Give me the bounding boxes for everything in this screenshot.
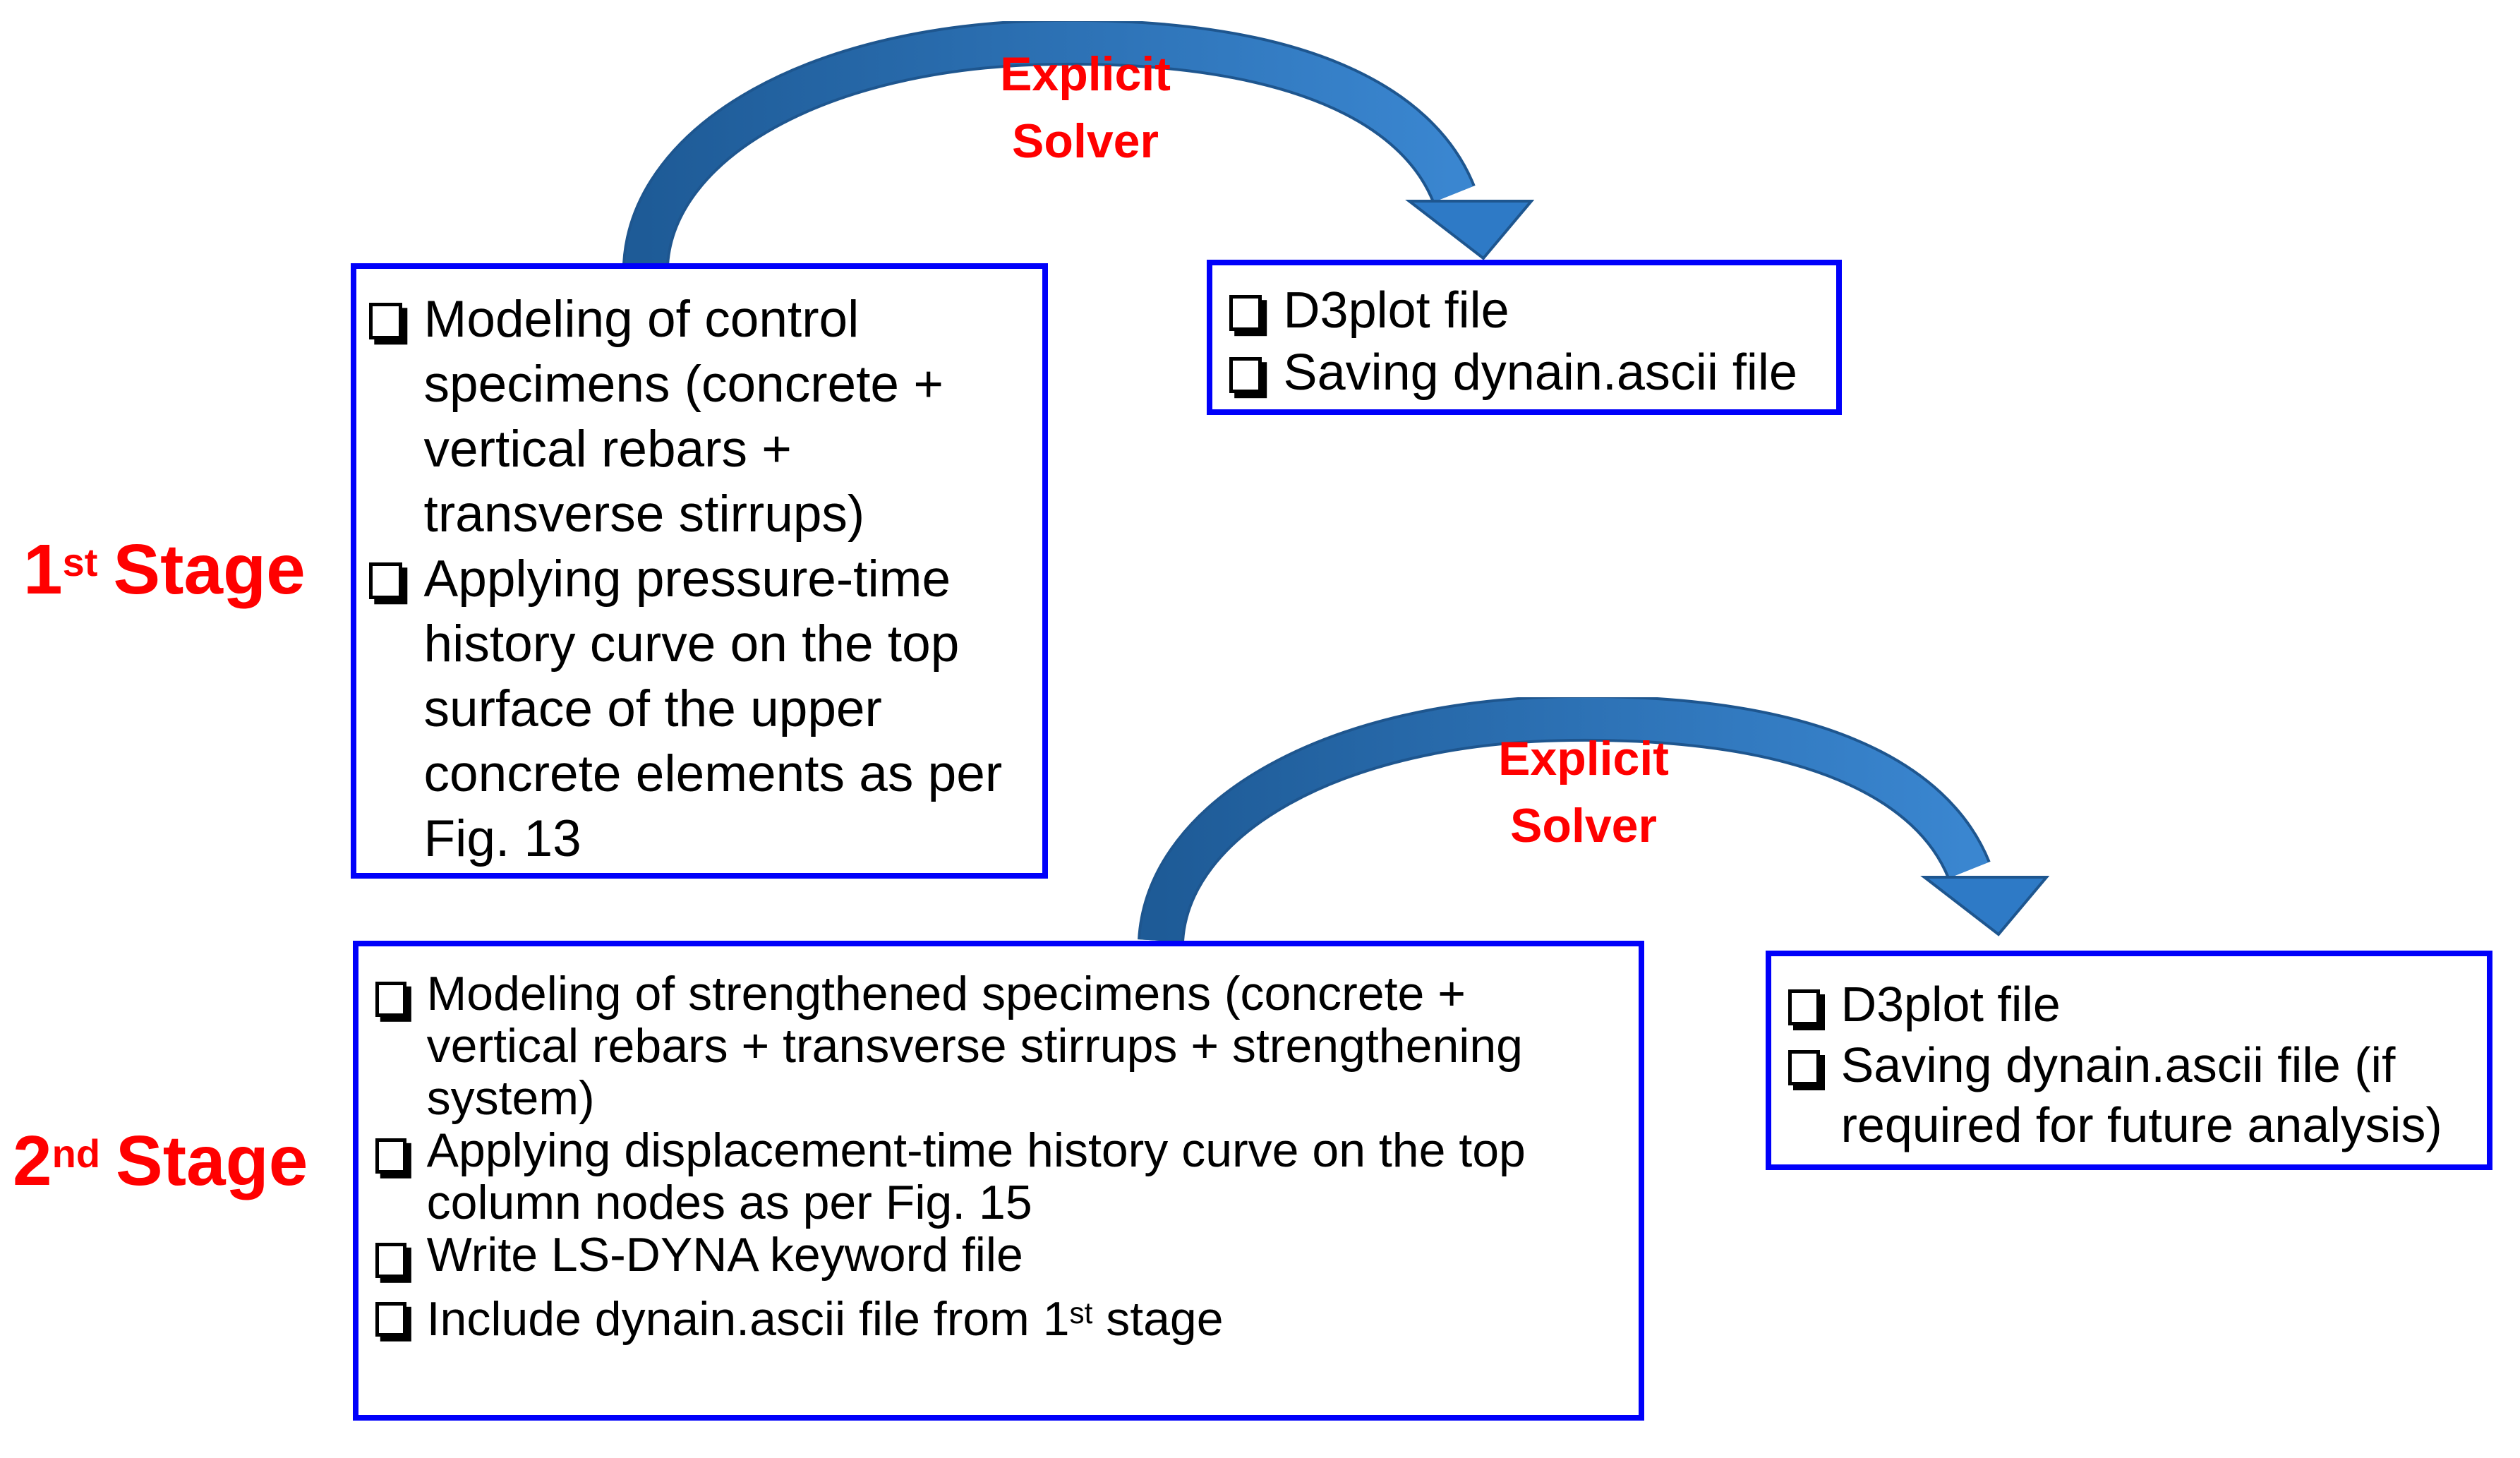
solver-label-line2: Solver	[1012, 114, 1159, 168]
list-item: D3plot file	[1785, 975, 2477, 1035]
stage1-input-box: Modeling of control specimens (concrete …	[351, 263, 1048, 879]
list-item: Modeling of strengthened specimens (conc…	[373, 968, 1622, 1124]
task-text: Include dynain.ascii file from 1st stage	[427, 1287, 1622, 1345]
stage2-output-box: D3plot file Saving dynain.ascii file (if…	[1766, 951, 2492, 1170]
output-text: D3plot file	[1840, 977, 2061, 1032]
solver-label-line1: Explicit	[1000, 47, 1171, 101]
task-text: Applying pressure-time history curve on …	[423, 550, 1003, 867]
list-item: Saving dynain.ascii file	[1226, 342, 1826, 404]
checkbox-bullet-icon	[375, 1138, 407, 1174]
list-item: Saving dynain.ascii file (if required fo…	[1785, 1035, 2477, 1155]
task-text: Modeling of strengthened specimens (conc…	[426, 967, 1523, 1125]
checkbox-bullet-icon	[1788, 1049, 1821, 1086]
stage1-output-box: D3plot file Saving dynain.ascii file	[1207, 260, 1842, 415]
arrow-shaft	[625, 21, 1473, 265]
task-text: Write LS-DYNA keyword file	[426, 1228, 1023, 1282]
checkbox-bullet-icon	[369, 562, 402, 600]
arrow-head	[1920, 876, 2050, 936]
stage-number: 2	[13, 1121, 52, 1200]
stage2-input-box: Modeling of strengthened specimens (conc…	[353, 941, 1644, 1421]
output-text: Saving dynain.ascii file (if required fo…	[1840, 1037, 2442, 1152]
list-item: Include dynain.ascii file from 1st stage	[373, 1287, 1622, 1346]
stage-ordinal: st	[62, 539, 98, 584]
stage-word: Stage	[113, 530, 306, 609]
checkbox-bullet-icon	[375, 1243, 407, 1278]
list-item: Applying displacement-time history curve…	[373, 1124, 1622, 1229]
task-text-superscript: st	[1069, 1296, 1093, 1330]
list-item: Applying pressure-time history curve on …	[366, 547, 1031, 872]
explicit-solver-label-stage1: Explicit Solver	[902, 41, 1269, 175]
stage1-label: 1st Stage	[23, 531, 306, 608]
explicit-solver-label-stage2: Explicit Solver	[1400, 725, 1767, 860]
curved-arrow-stage1-icon	[622, 21, 1535, 265]
curved-arrow-stage2-icon	[1138, 697, 2050, 941]
checkbox-bullet-icon	[375, 982, 407, 1017]
checkbox-bullet-icon	[1788, 989, 1821, 1025]
arrow-shaft	[1140, 697, 1988, 941]
checkbox-bullet-icon	[1229, 294, 1262, 332]
stage-number: 1	[23, 530, 63, 609]
output-text: D3plot file	[1283, 282, 1509, 339]
list-item: Write LS-DYNA keyword file	[373, 1229, 1622, 1287]
task-text-part: Include dynain.ascii file from 1	[426, 1292, 1070, 1346]
checkbox-bullet-icon	[369, 302, 402, 340]
stage-word: Stage	[116, 1121, 308, 1200]
arrow-head	[1405, 200, 1535, 260]
stage2-label: 2nd Stage	[13, 1122, 308, 1200]
stage-ordinal: nd	[52, 1131, 101, 1176]
task-text: Modeling of control specimens (concrete …	[423, 291, 944, 543]
solver-label-line2: Solver	[1510, 799, 1657, 852]
checkbox-bullet-icon	[1229, 356, 1262, 394]
solver-label-line1: Explicit	[1498, 732, 1669, 785]
list-item: D3plot file	[1226, 279, 1826, 342]
task-text-part: stage	[1092, 1292, 1224, 1346]
output-text: Saving dynain.ascii file	[1283, 344, 1797, 401]
task-text: Applying displacement-time history curve…	[426, 1123, 1526, 1229]
checkbox-bullet-icon	[375, 1301, 407, 1337]
list-item: Modeling of control specimens (concrete …	[366, 287, 1031, 547]
